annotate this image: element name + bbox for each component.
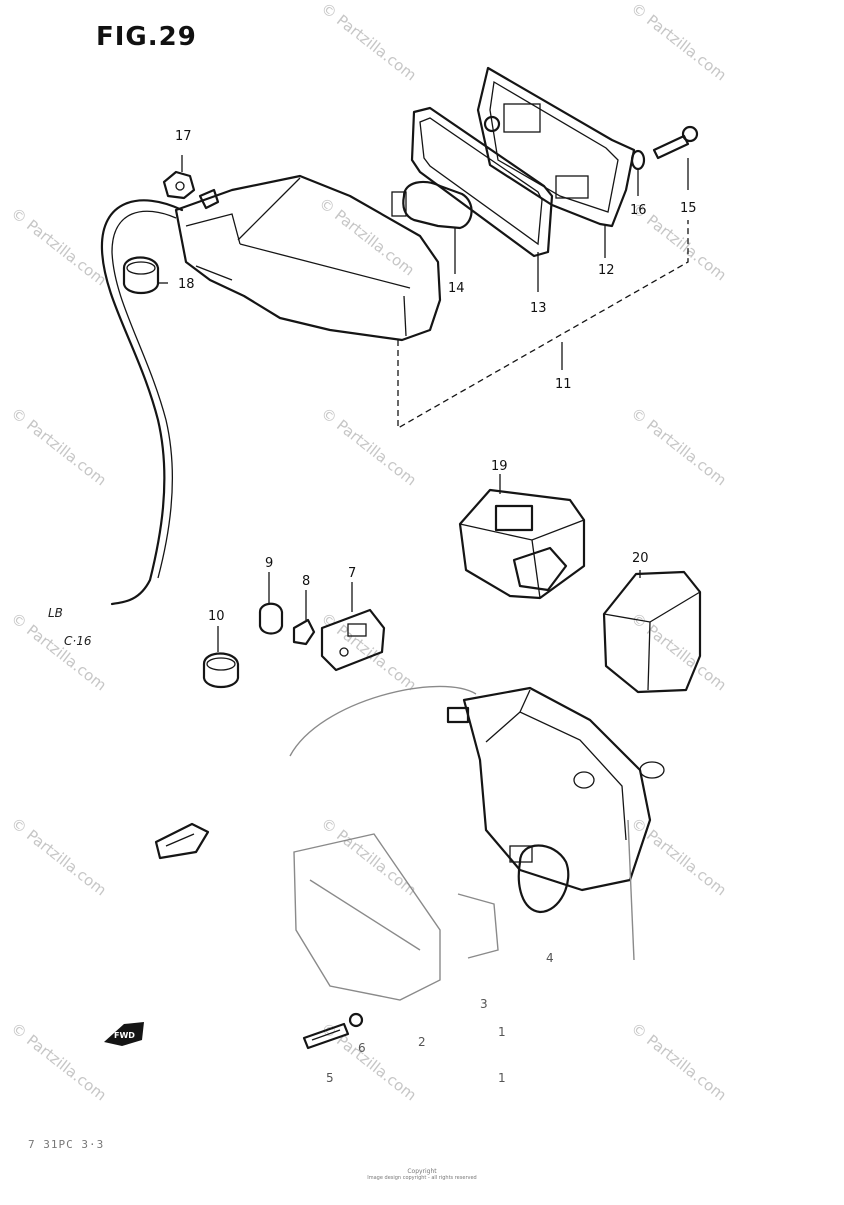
watermark: © Partzilla.com	[628, 609, 730, 694]
callout-9: 9	[265, 556, 273, 571]
watermark: © Partzilla.com	[628, 1019, 730, 1104]
footer: Copyright Image design copyright - all r…	[0, 1168, 844, 1181]
part-5-screw[interactable]	[302, 1012, 364, 1050]
footer-line1: Copyright	[407, 1168, 437, 1175]
watermark: © Partzilla.com	[8, 814, 110, 899]
mount-wire-lower	[289, 685, 635, 961]
part-12-lens[interactable]	[476, 66, 636, 228]
watermark: © Partzilla.com	[318, 404, 420, 489]
part-15-screw[interactable]	[652, 125, 699, 160]
part-20-flasher[interactable]	[602, 570, 702, 694]
part-7-bracket[interactable]	[320, 608, 386, 672]
part-19-relay[interactable]	[458, 488, 586, 600]
part-18-grommet[interactable]	[122, 256, 160, 295]
callout-13: 13	[530, 301, 547, 316]
callout-15: 15	[680, 201, 697, 216]
callout-7: 7	[348, 566, 356, 581]
callout-1: 1	[498, 1071, 506, 1085]
footer-line2: Image design copyright - all rights rese…	[367, 1175, 477, 1181]
part-11-turn-signal[interactable]	[174, 174, 442, 342]
callout-19: 19	[491, 459, 508, 474]
callout-labels: 17 18 14 13 12 16 15 11 19 20 9 8 7 10 4…	[175, 129, 697, 1085]
watermark: © Partzilla.com	[8, 404, 110, 489]
watermark: © Partzilla.com	[8, 204, 110, 289]
part-8-washer[interactable]	[292, 618, 316, 646]
callout-18: 18	[178, 277, 195, 292]
part-6-clip[interactable]	[154, 822, 210, 860]
callout-14: 14	[448, 281, 465, 296]
part-14-bulb[interactable]	[391, 180, 473, 230]
callout-20: 20	[632, 551, 649, 566]
callout-3: 3	[480, 997, 488, 1011]
wire-harness	[100, 199, 184, 606]
callout-11: 11	[555, 377, 572, 392]
callout-4: 4	[546, 951, 554, 965]
callout-2: 2	[418, 1035, 426, 1049]
watermark: © Partzilla.com	[628, 814, 730, 899]
callout-10: 10	[208, 609, 225, 624]
callout-8: 8	[302, 574, 310, 589]
watermark: © Partzilla.com	[628, 0, 730, 84]
watermark: © Partzilla.com	[318, 814, 420, 899]
part-4-housing[interactable]	[446, 686, 665, 892]
watermark: © Partzilla.com	[318, 1019, 420, 1104]
callout-12: 12	[598, 263, 615, 278]
part-17-nut[interactable]	[162, 170, 220, 210]
part-2-lens[interactable]	[293, 833, 499, 1001]
part-10-grommet[interactable]	[202, 652, 240, 689]
part-3-bulb[interactable]	[509, 844, 570, 914]
callout-17: 17	[175, 129, 192, 144]
leader-lines	[158, 155, 689, 652]
fwd-arrow-icon: FWD	[104, 1022, 144, 1046]
callout-6: 6	[358, 1041, 366, 1055]
part-13-gasket[interactable]	[410, 106, 554, 258]
callout-5: 5	[326, 1071, 334, 1085]
watermark: © Partzilla.com	[318, 0, 420, 84]
part-16-washer[interactable]	[630, 149, 646, 171]
watermark: © Partzilla.com	[8, 1019, 110, 1104]
figure-title: FIG.29	[96, 22, 197, 52]
wire-harness-inner	[111, 210, 177, 579]
watermark: © Partzilla.com	[8, 609, 110, 694]
watermark: © Partzilla.com	[318, 609, 420, 694]
callout-16: 16	[630, 203, 647, 218]
callout-1: 1	[498, 1025, 506, 1039]
watermark: © Partzilla.com	[628, 404, 730, 489]
watermarks: © Partzilla.com © Partzilla.com © Partzi…	[8, 0, 730, 1104]
wire-label-c16: C·16	[64, 634, 92, 648]
fwd-label: FWD	[114, 1031, 135, 1040]
part-9-spacer[interactable]	[258, 602, 284, 635]
corner-code: 7 31PC 3·3	[28, 1138, 105, 1151]
wire-label-lb: LB	[48, 606, 63, 620]
